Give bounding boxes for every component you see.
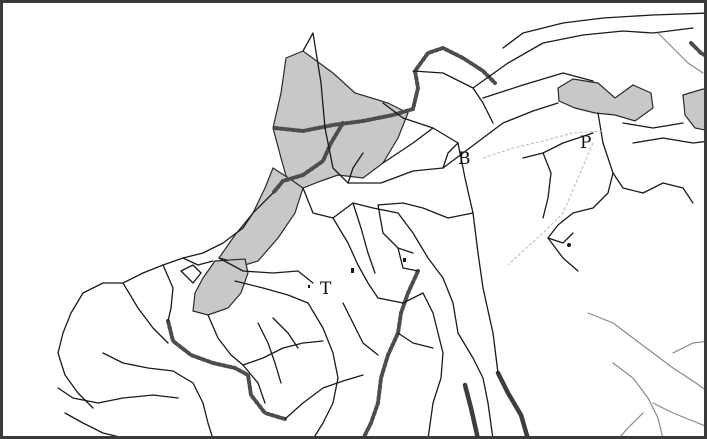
- road: [382, 102, 459, 144]
- road: [257, 322, 282, 384]
- road: [597, 112, 694, 204]
- road: [207, 314, 244, 366]
- road: [142, 192, 274, 274]
- boundary-lines: [166, 41, 704, 436]
- boundary-south-short: [462, 382, 480, 436]
- road: [234, 280, 309, 304]
- road: [397, 212, 459, 334]
- road: [502, 12, 704, 49]
- settlement-mark: [567, 243, 571, 247]
- place-label-t: T: [320, 279, 332, 299]
- boundary-north: [273, 45, 497, 134]
- secondary-route: [619, 412, 644, 436]
- road: [397, 247, 419, 272]
- road: [442, 142, 459, 169]
- road: [302, 187, 399, 219]
- shaded-region-corridor: [218, 167, 304, 266]
- road: [397, 332, 434, 349]
- road: [422, 292, 444, 436]
- secondary-route: [507, 142, 594, 266]
- road: [64, 412, 119, 436]
- road: [352, 202, 376, 274]
- secondary-route: [652, 402, 704, 427]
- boundary-south-central: [362, 269, 420, 436]
- road: [442, 102, 559, 169]
- secondary-route: [612, 362, 663, 436]
- shaded-region-east-1: [557, 78, 654, 122]
- road: [57, 272, 144, 409]
- road: [622, 122, 684, 129]
- road: [412, 27, 694, 89]
- place-label-p: P: [580, 133, 591, 153]
- road: [242, 364, 266, 404]
- road: [242, 340, 324, 366]
- boundary-southeast: [495, 370, 530, 436]
- shaded-region-east-2: [682, 88, 704, 131]
- road: [522, 132, 594, 159]
- secondary-route: [587, 312, 704, 390]
- road: [272, 317, 299, 349]
- road: [302, 32, 326, 129]
- road: [457, 332, 494, 436]
- road: [324, 127, 444, 184]
- road-network: [57, 12, 704, 436]
- settlement-marks: [308, 243, 571, 288]
- shaded-region-north: [272, 50, 409, 189]
- place-label-b: B: [458, 149, 471, 169]
- place-labels: B P T: [320, 133, 591, 299]
- road: [102, 352, 213, 436]
- road: [377, 202, 474, 219]
- secondary-route: [657, 32, 704, 74]
- road: [180, 264, 202, 284]
- road: [547, 172, 614, 244]
- settlement-mark: [403, 258, 406, 262]
- road: [632, 137, 704, 144]
- road: [332, 217, 424, 304]
- secondary-route: [672, 341, 704, 354]
- road: [182, 257, 214, 266]
- road: [472, 87, 494, 124]
- road: [57, 387, 179, 404]
- map-canvas: B P T: [57, 12, 704, 436]
- boundary-west-south: [166, 319, 287, 421]
- road: [307, 302, 339, 436]
- shaded-regions: [192, 50, 704, 316]
- road: [284, 374, 364, 420]
- road: [122, 282, 169, 344]
- boundary-central: [271, 121, 345, 195]
- road: [382, 127, 434, 164]
- road: [342, 302, 379, 356]
- road: [457, 142, 499, 374]
- road: [547, 237, 579, 272]
- road: [347, 152, 364, 184]
- road: [542, 152, 552, 219]
- shaded-region-south: [192, 258, 249, 316]
- secondary-route: [482, 130, 604, 159]
- road: [162, 264, 174, 322]
- road: [218, 257, 314, 284]
- boundary-northeast: [689, 41, 704, 57]
- settlement-mark: [351, 268, 354, 273]
- road: [377, 204, 414, 254]
- secondary-routes: [482, 32, 704, 436]
- settlement-mark: [308, 285, 310, 288]
- road: [482, 72, 594, 99]
